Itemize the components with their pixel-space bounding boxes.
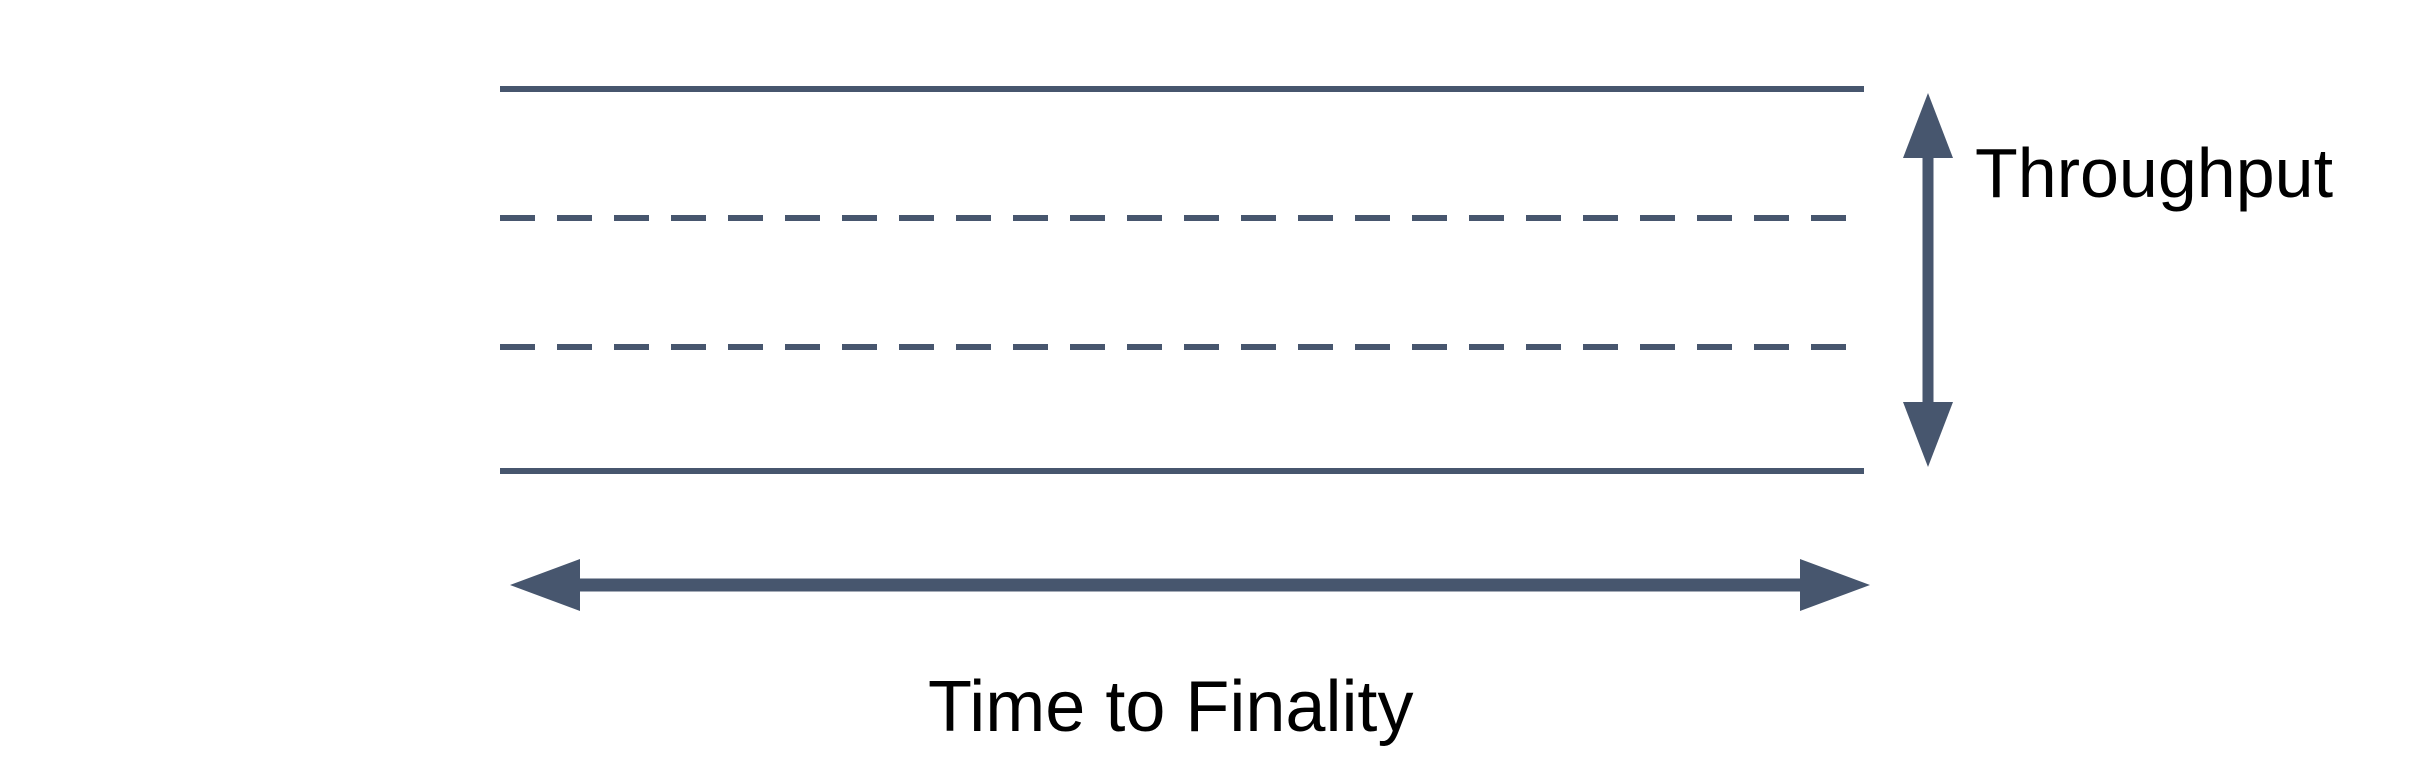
double-arrow-vertical-icon (1903, 93, 1953, 467)
time-to-finality-axis-label: Time to Finality (928, 667, 1414, 747)
double-arrow-horizontal-icon (510, 559, 1870, 611)
throughput-axis-label: Throughput (1975, 134, 2334, 212)
